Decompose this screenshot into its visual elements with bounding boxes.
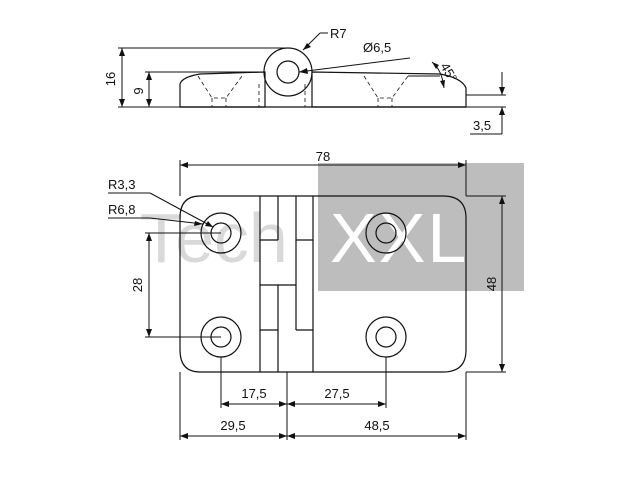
- dim-axis-right-edge: 48,5: [364, 418, 389, 433]
- countersink: [365, 212, 407, 254]
- dim-left-hole-axis: 17,5: [241, 386, 266, 401]
- dim-bore-diameter: Ø6,5: [363, 40, 391, 55]
- bore: [375, 326, 397, 348]
- side-view: 16 9 R7 Ø6,5 45° 3,5: [103, 26, 506, 135]
- dim-right-hole-axis: 27,5: [324, 386, 349, 401]
- arrowhead: [194, 221, 203, 226]
- side-right-leaf: [311, 71, 467, 108]
- leader-bore: [298, 57, 411, 73]
- bore: [375, 222, 397, 244]
- hole-top-right: [365, 212, 407, 254]
- dim-left-edge-axis: 29,5: [220, 418, 245, 433]
- side-left-leaf: [179, 71, 266, 108]
- dim-height: 48: [484, 277, 499, 291]
- hole-bottom-right: [365, 316, 407, 358]
- knuckle-segment: [259, 284, 279, 331]
- dim-hole-spacing: 28: [130, 278, 145, 292]
- dim-hole-radius: R3,3: [108, 177, 135, 192]
- watermark-right-text: XXL: [330, 199, 468, 277]
- dim-width: 78: [316, 149, 330, 164]
- dim-height-total: 16: [103, 72, 118, 86]
- watermark: Tech XXL: [140, 163, 524, 291]
- arrowhead: [205, 221, 213, 227]
- top-view: 78 48 28 R3,3 R6,8 17,5: [108, 149, 506, 440]
- watermark-block: [318, 163, 524, 291]
- arrowhead: [299, 68, 308, 74]
- dim-thickness: 3,5: [473, 118, 491, 133]
- arrowheads: [221, 401, 287, 407]
- countersink: [365, 316, 407, 358]
- knuckle-edge: [296, 329, 314, 372]
- arrowheads: [432, 62, 445, 88]
- knuckle-segment: [295, 196, 314, 241]
- leader-r68: [149, 217, 204, 225]
- arrowheads: [146, 72, 152, 107]
- watermark-left-text: Tech: [140, 199, 288, 277]
- dim-counter-radius: R6,8: [108, 202, 135, 217]
- leader-r33: [149, 192, 214, 228]
- side-pin-bore: [276, 60, 300, 84]
- dim-height-leaf: 9: [131, 87, 146, 94]
- side-countersink-right: [363, 75, 409, 99]
- arrowhead: [303, 43, 311, 50]
- arrowheads: [499, 87, 505, 115]
- side-countersink-left: [197, 75, 243, 99]
- dim-radius-r7: R7: [330, 26, 347, 41]
